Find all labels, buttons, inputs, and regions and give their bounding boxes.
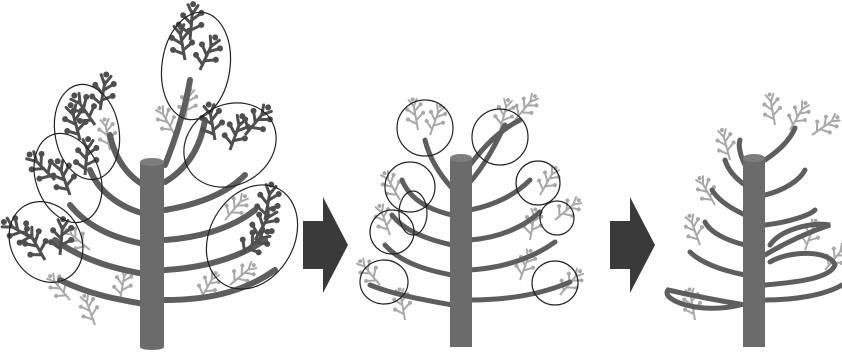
arrow-2-icon — [610, 197, 655, 293]
tree-stage-2 — [351, 88, 589, 347]
tree-stage-1 — [0, 0, 316, 350]
trunk-stage-1 — [140, 162, 164, 347]
trunk-stage-2 — [450, 158, 472, 347]
tree-stage-3 — [667, 91, 842, 347]
trunk-stage-3 — [743, 158, 765, 347]
arrow-1-icon — [303, 197, 348, 293]
